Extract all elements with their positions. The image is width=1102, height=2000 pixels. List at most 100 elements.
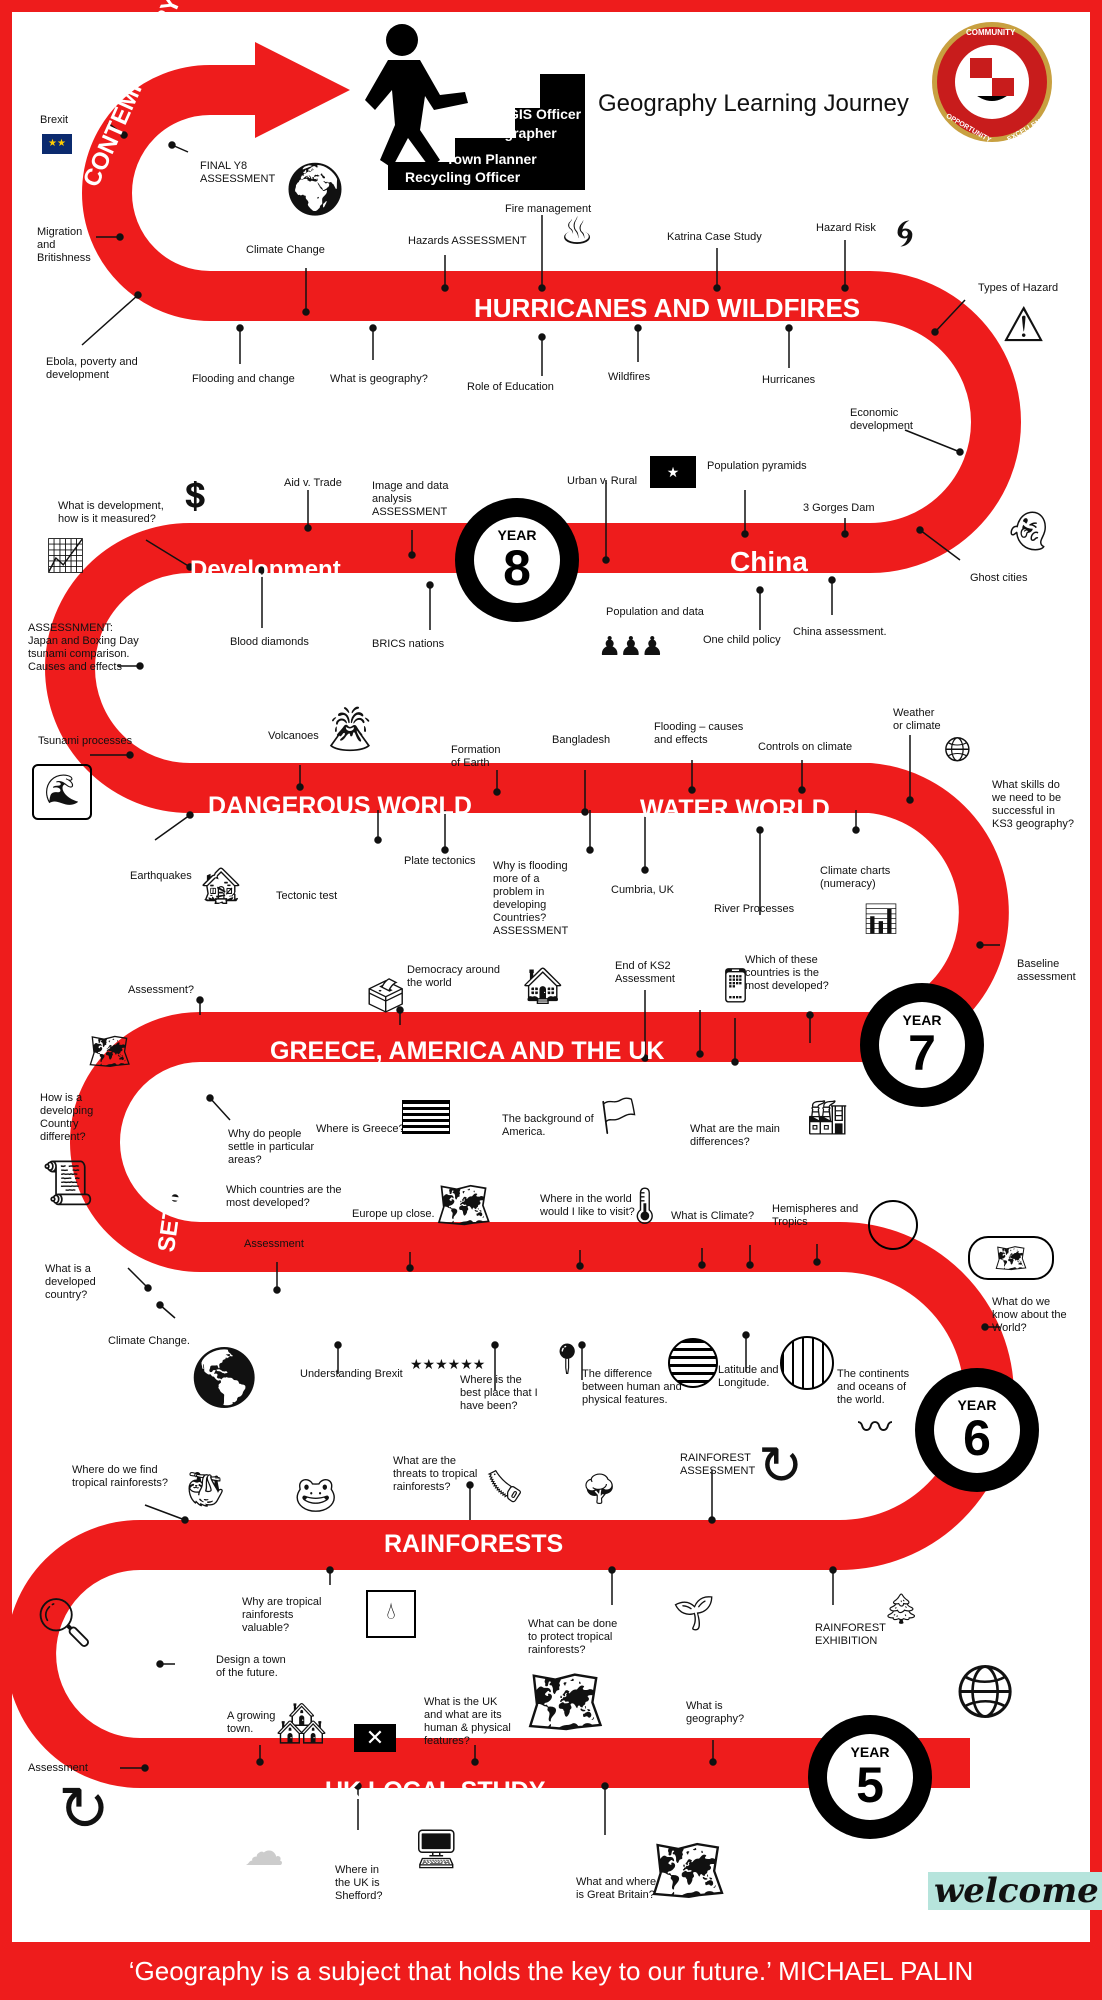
volcano-icon: 🌋︎ bbox=[322, 705, 378, 754]
road-arrow bbox=[255, 42, 350, 138]
label-growing-town: A growing town. bbox=[227, 1710, 276, 1735]
label-best-place: Where is the best place that I have been… bbox=[460, 1374, 538, 1412]
label-pop-pyramids: Population pyramids bbox=[707, 460, 807, 472]
globe-stand-icon: 🌐︎ bbox=[944, 731, 972, 769]
earthquake-icon: 🏚︎ bbox=[198, 865, 244, 906]
career-cartographer: Cartographer bbox=[468, 125, 557, 141]
page-title: Geography Learning Journey bbox=[598, 90, 909, 117]
houses-icon: 🏘︎ bbox=[276, 1702, 327, 1746]
label-wildfires: Wildfires bbox=[608, 371, 651, 383]
label-cumbria: Cumbria, UK bbox=[611, 884, 674, 896]
label-three-gorges: 3 Gorges Dam bbox=[803, 502, 875, 514]
label-understanding-brexit: Understanding Brexit bbox=[300, 1368, 403, 1380]
year-7-number: 7 bbox=[908, 1025, 936, 1081]
europe-map-icon: 🗺︎ bbox=[436, 1181, 492, 1230]
label-climate-change-top: Climate Change bbox=[246, 244, 325, 256]
label-why-settle: Why do people settle in particular areas… bbox=[228, 1128, 315, 1166]
title-development: Development bbox=[190, 556, 341, 583]
year-8-number: 8 bbox=[503, 540, 531, 596]
label-where-greece: Where is Greece? bbox=[316, 1123, 405, 1135]
phone-icon: 📱︎ bbox=[714, 967, 758, 1005]
location-pin-icon: 📍︎ bbox=[548, 1343, 587, 1376]
label-protect-rainforests: What can be done to protect tropical rai… bbox=[528, 1618, 618, 1656]
grid-sphere-icon bbox=[780, 1336, 834, 1390]
label-rainforest-assess: RAINFOREST ASSESSMENT bbox=[680, 1452, 756, 1477]
ballot-box-icon: 🗳︎ bbox=[364, 977, 408, 1015]
label-tectonic-test: Tectonic test bbox=[276, 890, 338, 902]
label-climate-charts: Climate charts (numeracy) bbox=[820, 865, 891, 890]
label-baseline: Baseline assessment bbox=[1017, 958, 1076, 983]
year-5-number: 5 bbox=[856, 1757, 884, 1813]
footer-quote: ‘Geography is a subject that holds the k… bbox=[0, 1942, 1102, 2000]
map-shape-icon: ☁ bbox=[244, 1830, 284, 1874]
title-china: China bbox=[730, 546, 808, 577]
uk-map-icon: 🗺︎ bbox=[88, 1033, 132, 1071]
label-aid-trade: Aid v. Trade bbox=[284, 477, 342, 489]
label-skills-ks3: What skills do we need to be successful … bbox=[992, 779, 1074, 830]
label-image-data: Image and data analysis ASSESSMENT bbox=[372, 480, 449, 518]
year-6-number: 6 bbox=[963, 1410, 991, 1466]
label-background-america: The background of America. bbox=[502, 1113, 594, 1138]
greece-flag-icon bbox=[402, 1100, 450, 1134]
label-types-hazard: Types of Hazard bbox=[978, 282, 1059, 294]
label-lat-long: Latitude and Longitude. bbox=[718, 1364, 779, 1389]
badge-top-text: COMMUNITY bbox=[966, 28, 1016, 37]
magnifier-globe-icon: 🔍︎ bbox=[34, 1597, 95, 1650]
label-uk-features: What is the UK and what are its human & … bbox=[424, 1696, 511, 1747]
label-democracy: Democracy around the world bbox=[407, 964, 500, 989]
label-urban-rural: Urban v. Rural bbox=[567, 475, 638, 487]
hurricane-icon: 🌀︎ bbox=[896, 213, 914, 255]
label-flooding-causes: Flooding – causes and effects bbox=[654, 721, 744, 746]
flood-icon: 🏠︎ bbox=[520, 965, 566, 1006]
ghost-icon: 👻︎ bbox=[1004, 511, 1053, 553]
connector-lines bbox=[81, 122, 1000, 1835]
eu-flag-icon: ★★ bbox=[42, 134, 72, 154]
label-what-is-dev: What is development, how is it measured? bbox=[58, 500, 164, 525]
school-badge bbox=[932, 22, 1052, 142]
warning-icon: ⚠︎ bbox=[1002, 299, 1046, 352]
climate-chart-icon: 📊︎ bbox=[862, 903, 901, 936]
career-steps bbox=[365, 24, 585, 190]
label-where-visit: Where in the world would I like to visit… bbox=[540, 1193, 635, 1218]
waves-icon: 〰 bbox=[858, 1409, 892, 1447]
sloth-icon: 🦥︎ bbox=[184, 1471, 228, 1509]
label-end-ks2: End of KS2 Assessment bbox=[615, 960, 675, 985]
label-why-valuable: Why are tropical rainforests valuable? bbox=[242, 1596, 322, 1634]
growth-chart-icon: 📈︎ bbox=[44, 537, 88, 575]
gb-map-icon: 🗺︎ bbox=[650, 1837, 727, 1904]
label-ebola: Ebola, poverty and development bbox=[46, 356, 138, 381]
label-bangladesh: Bangladesh bbox=[552, 734, 611, 746]
fire-icon: ♨ bbox=[560, 211, 595, 253]
label-diff-human-phys: The difference between human and physica… bbox=[582, 1368, 682, 1406]
label-what-developed: What is a developed country? bbox=[45, 1263, 96, 1301]
label-design-town: Design a town of the future. bbox=[216, 1654, 286, 1679]
label-hemispheres: Hemispheres and Tropics bbox=[772, 1203, 859, 1228]
thermometer-icon: 🌡︎ bbox=[622, 1185, 668, 1226]
uk-flag-icon: ✕ bbox=[354, 1724, 396, 1752]
label-what-know-world: What do we know about the World? bbox=[992, 1296, 1067, 1334]
tsunami-icon: 🌊︎ bbox=[32, 764, 92, 820]
crowd-icon: ♟♟♟ bbox=[598, 631, 664, 661]
label-climate-change-set: Climate Change. bbox=[108, 1335, 190, 1347]
passport-icon: 📜︎ bbox=[40, 1159, 96, 1208]
world-globe-icon: 🌐︎ bbox=[956, 1650, 1016, 1733]
eu-stars-icon: ★★★★★★ bbox=[410, 1356, 486, 1372]
road-path bbox=[6, 65, 1021, 1788]
label-which-most-dev: Which countries are the most developed? bbox=[226, 1184, 342, 1209]
label-hurricanes: Hurricanes bbox=[762, 374, 816, 386]
label-main-diff: What are the main differences? bbox=[690, 1123, 780, 1148]
label-assessment-q: Assessment? bbox=[128, 984, 195, 996]
label-where-rainforests: Where do we find tropical rainforests? bbox=[72, 1464, 168, 1489]
factory-rain-icon: 🏭︎ bbox=[806, 1099, 850, 1137]
hands-plant-icon: 🌱︎ bbox=[672, 1595, 716, 1633]
label-one-child: One child policy bbox=[703, 634, 781, 646]
person-map-icon: 🗺︎ bbox=[526, 1668, 605, 1737]
refresh-pencil-icon-bottom: ↻ bbox=[58, 1775, 110, 1844]
label-assessment-set: Assessment bbox=[244, 1238, 304, 1250]
label-formation-earth: Formation of Earth bbox=[451, 744, 501, 769]
